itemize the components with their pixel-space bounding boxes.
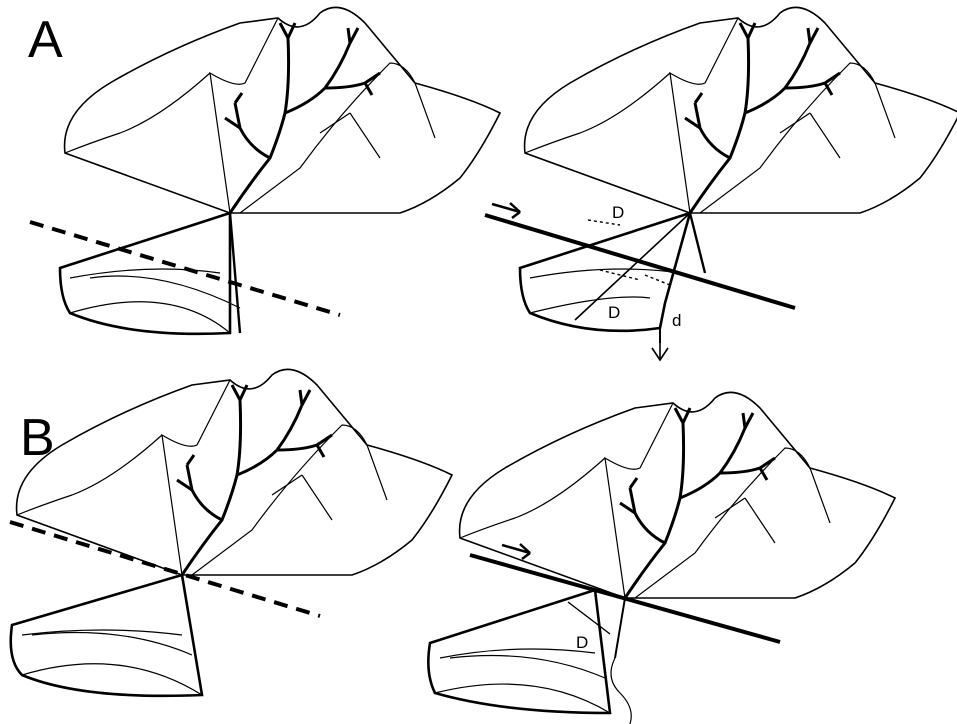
fault-trace-dashed-b xyxy=(10,522,320,616)
panel-a-left xyxy=(60,7,500,333)
label-d: d xyxy=(672,311,681,330)
fault-trace-dashed-a xyxy=(30,222,340,315)
label-D-lower: D xyxy=(608,303,620,322)
label-D-b: D xyxy=(576,633,588,652)
slip-arrow-b xyxy=(502,544,530,559)
slip-arrow-a xyxy=(492,203,520,218)
label-D-upper: D xyxy=(612,203,624,222)
panel-b-right xyxy=(428,392,895,724)
panel-b-left xyxy=(11,369,452,695)
